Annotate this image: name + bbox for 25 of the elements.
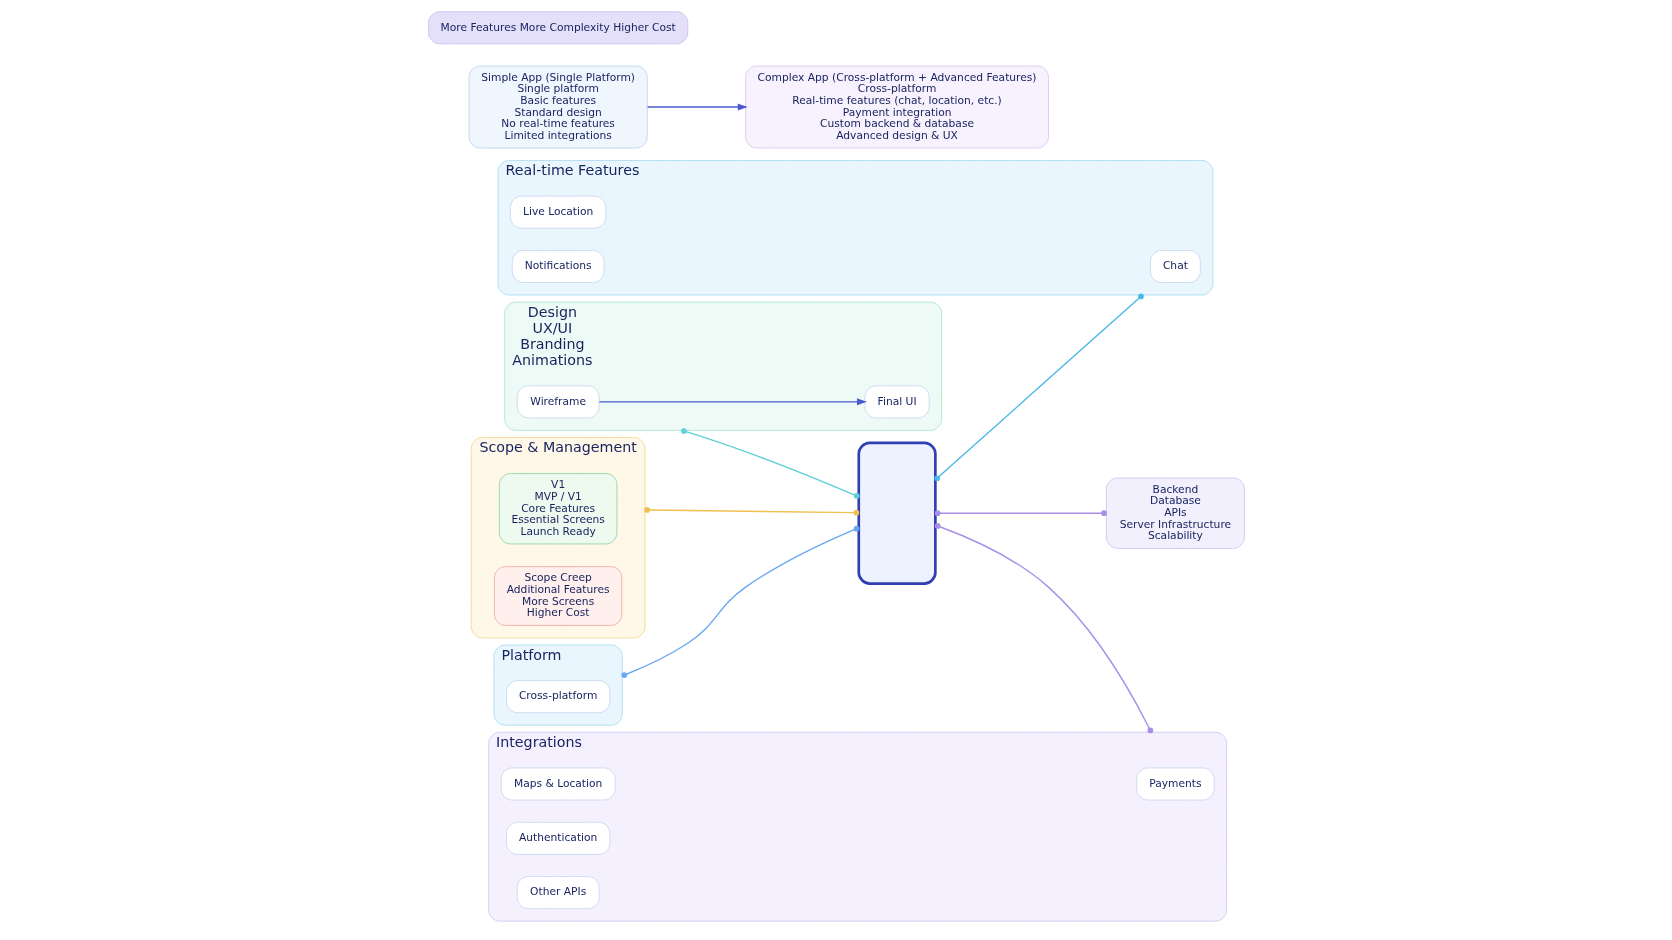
arrow — [646, 103, 748, 111]
arrow — [598, 398, 867, 406]
node-box: Backend Database APIs Server Infrastructure Scalability — [1105, 477, 1245, 549]
node-box: Notifications — [511, 250, 604, 283]
node-box: Complex App (Cross-platform + Advanced Features) Cross-platform Real-time features (chat, location, etc.) Payment integration Custom backend & database Advanced design & UX — [744, 65, 1049, 149]
node-box: Wireframe — [516, 385, 600, 419]
connector — [934, 510, 1107, 517]
node-box: Simple App (Single Platform) Single platform Basic features Standard design No real-time features Limited integrations — [468, 65, 648, 149]
node-box — [856, 441, 937, 585]
connector — [680, 428, 860, 499]
node-box: Authentication — [505, 821, 610, 855]
node-box: Chat — [1149, 250, 1201, 283]
node-box: Payments — [1135, 767, 1215, 801]
node-box: V1 MVP / V1 Core Features Essential Screens Launch Ready — [498, 473, 617, 545]
connector — [933, 293, 1144, 482]
connector — [934, 523, 1153, 734]
node-box: Live Location — [509, 195, 606, 229]
node-box: More Features More Complexity Higher Cost — [427, 11, 688, 45]
node-box: Final UI — [864, 385, 930, 419]
connector — [643, 507, 859, 516]
connector — [620, 525, 859, 678]
node-box: Scope Creep Additional Features More Screens Higher Cost — [493, 566, 622, 626]
node-box: Maps & Location — [500, 767, 616, 801]
node-box: Cross-platform — [505, 680, 610, 714]
node-box: Other APIs — [516, 876, 600, 910]
